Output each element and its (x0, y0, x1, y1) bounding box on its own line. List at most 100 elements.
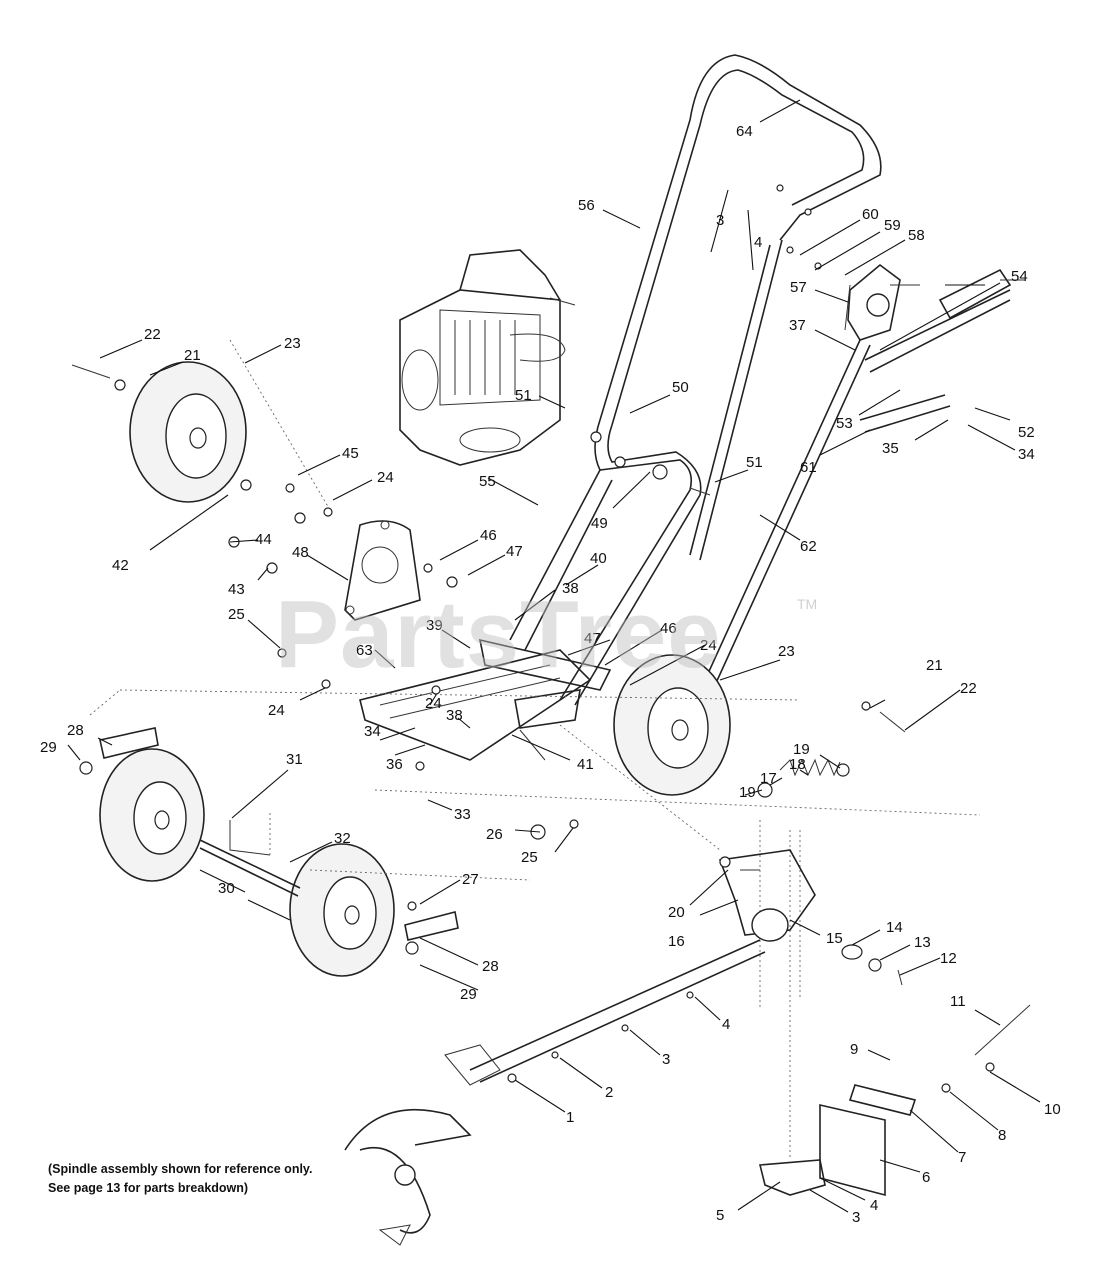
callout-64: 64 (736, 123, 753, 140)
callout-8: 8 (998, 1127, 1006, 1144)
callout-41: 41 (577, 756, 594, 773)
engine (399, 249, 566, 466)
callout-59: 59 (884, 217, 901, 234)
callout-25: 25 (228, 606, 245, 623)
callout-53: 53 (836, 415, 853, 432)
callout-43: 43 (228, 581, 245, 598)
callout-28-lower: 28 (482, 958, 499, 975)
callout-62: 62 (800, 538, 817, 555)
callout-24-left: 24 (268, 702, 285, 719)
adjust-bar (859, 394, 951, 433)
callout-29: 29 (40, 739, 57, 756)
callout-57: 57 (790, 279, 807, 296)
callout-17: 17 (760, 770, 777, 787)
callout-9: 9 (850, 1041, 858, 1058)
callout-40: 40 (590, 550, 607, 567)
callout-24-mid: 24 (700, 637, 717, 654)
main-frame (359, 638, 612, 761)
front-wheel-right (289, 843, 395, 977)
callout-46-lower: 46 (660, 620, 677, 637)
callout-4-shaft: 4 (722, 1016, 730, 1033)
callout-26: 26 (486, 826, 503, 843)
note-line-1: (Spindle assembly shown for reference on… (48, 1162, 313, 1176)
callout-45: 45 (342, 445, 359, 462)
callout-37: 37 (789, 317, 806, 334)
callout-3-shaft: 3 (662, 1051, 670, 1068)
depth-adjust-bracket (844, 263, 1025, 373)
callout-52: 52 (1018, 424, 1035, 441)
belt-cover (344, 520, 421, 621)
spindle-reference-note: (Spindle assembly shown for reference on… (48, 1160, 312, 1198)
callout-32: 32 (334, 830, 351, 847)
callout-60: 60 (862, 206, 879, 223)
callout-24-frame: 24 (425, 695, 442, 712)
callout-4: 4 (754, 234, 762, 251)
callout-16: 16 (668, 933, 685, 950)
callout-44: 44 (255, 531, 272, 548)
front-wheel-left (99, 748, 205, 882)
callout-63: 63 (356, 642, 373, 659)
callout-1: 1 (566, 1109, 574, 1126)
callout-31: 31 (286, 751, 303, 768)
callout-49: 49 (591, 515, 608, 532)
callout-11: 11 (950, 993, 966, 1010)
callout-38: 38 (562, 580, 579, 597)
callout-22-right: 22 (960, 680, 977, 697)
callout-61: 61 (800, 459, 817, 476)
callout-58: 58 (908, 227, 925, 244)
callout-21: 21 (184, 347, 201, 364)
callout-5: 5 (716, 1207, 724, 1224)
callout-51-right: 51 (746, 454, 763, 471)
callout-54: 54 (1011, 268, 1028, 285)
callout-18: 18 (789, 756, 806, 773)
pivot-bracket (718, 849, 816, 942)
callout-34: 34 (1018, 446, 1035, 463)
callout-2: 2 (605, 1084, 613, 1101)
upper-handle (599, 54, 882, 561)
callout-33: 33 (454, 806, 471, 823)
callout-3-bracket: 3 (852, 1209, 860, 1226)
callout-6: 6 (922, 1169, 930, 1186)
callout-21-right: 21 (926, 657, 943, 674)
callout-39: 39 (426, 617, 443, 634)
edger-shaft (444, 939, 766, 1086)
front-axle (199, 810, 301, 897)
hardware (71, 184, 1031, 1093)
callout-3: 3 (716, 212, 724, 229)
callout-28: 28 (67, 722, 84, 739)
callout-15: 15 (826, 930, 843, 947)
callout-48: 48 (292, 544, 309, 561)
callout-19-upper: 19 (793, 741, 810, 758)
callout-23-right: 23 (778, 643, 795, 660)
callout-35: 35 (882, 440, 899, 457)
callout-36: 36 (386, 756, 403, 773)
callout-42: 42 (112, 557, 129, 574)
left-rear-wheel (129, 361, 247, 503)
callout-56: 56 (578, 197, 595, 214)
callout-23: 23 (284, 335, 301, 352)
callout-47: 47 (506, 543, 523, 560)
callout-10: 10 (1044, 1101, 1061, 1118)
note-line-2: See page 13 for parts breakdown) (48, 1181, 249, 1195)
callout-24: 24 (377, 469, 394, 486)
callout-22: 22 (144, 326, 161, 343)
callout-25-lower: 25 (521, 849, 538, 866)
axle-brackets (79, 727, 459, 955)
watermark-trademark: TM (797, 596, 818, 612)
callout-7: 7 (958, 1149, 966, 1166)
blade-guard (344, 1108, 472, 1246)
callout-4-bracket: 4 (870, 1197, 878, 1214)
callout-19-lower: 19 (739, 784, 756, 801)
depth-rod (679, 339, 871, 741)
callout-46: 46 (480, 527, 497, 544)
callout-27: 27 (462, 871, 479, 888)
callout-51: 51 (515, 387, 532, 404)
callout-50: 50 (672, 379, 689, 396)
callout-labels: 64 56 3 4 60 59 58 57 54 37 22 21 23 51 … (40, 123, 1061, 1226)
callout-34-frame: 34 (364, 723, 381, 740)
callout-12: 12 (940, 950, 957, 967)
spring (757, 758, 850, 798)
callout-14: 14 (886, 919, 903, 936)
